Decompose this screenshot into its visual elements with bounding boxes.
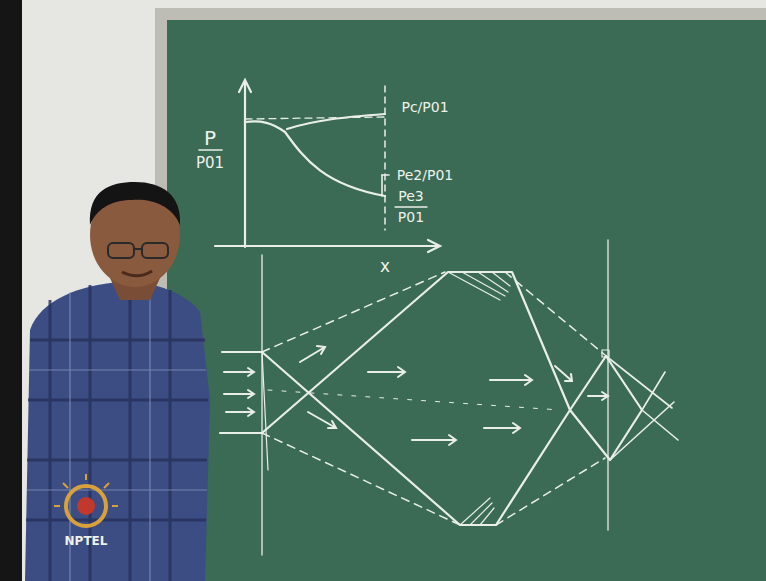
underexpanded-jet — [220, 240, 678, 555]
pressure-ratio: Pc/P01 — [401, 100, 448, 115]
board-frame — [155, 8, 766, 581]
lecturer — [25, 182, 210, 581]
pressure-ratio: Pe3 — [398, 189, 423, 204]
pressure-ratio: Pe2/P01 — [397, 168, 453, 183]
axis-label: x — [380, 257, 390, 276]
blackboard — [167, 20, 766, 581]
flow-arrows — [224, 346, 608, 445]
pressure-ratio: P01 — [398, 210, 424, 225]
axis-label: P — [204, 127, 216, 149]
frame-edge — [0, 0, 22, 581]
logo-text: NPTEL — [65, 535, 108, 548]
nptel-logo — [54, 474, 118, 526]
axis-label: P01 — [196, 155, 224, 172]
